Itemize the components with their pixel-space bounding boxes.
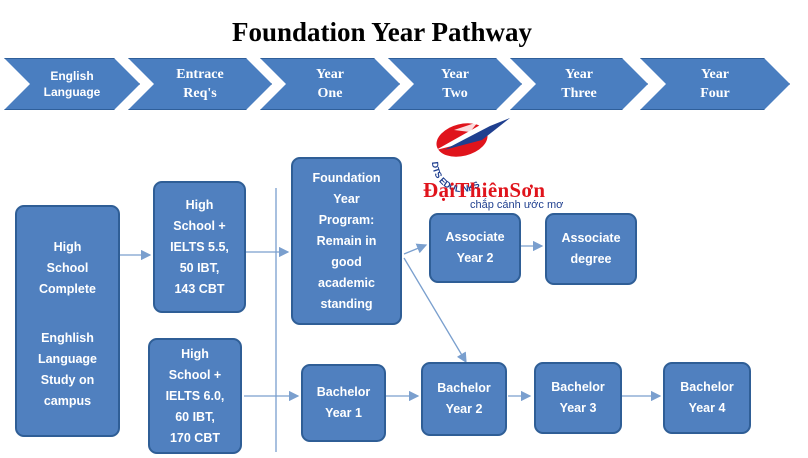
diagram-title: Foundation Year Pathway [231,17,533,47]
arrow-foundation-to-bachelor2 [403,257,467,364]
box-bachelor-year-2: Bachelor Year 2 [421,362,507,436]
box-associate-year-2: Associate Year 2 [429,213,521,283]
logo-brand-name: ĐạiThiênSơn [423,178,546,202]
english-study-label: Enghlish Language Study on campus [37,330,98,408]
box-bachelor-year-3: Bachelor Year 3 [534,362,622,434]
box-high-school-and-english: High School Complete Enghlish Language S… [15,205,120,437]
dts-edulinks-logo: DTS EDULINKS [430,116,510,194]
box-bachelor-year-4: Bachelor Year 4 [663,362,751,434]
arrow-foundation-to-associate [403,243,428,255]
high-school-complete-label: High School Complete [39,239,96,296]
box-requirement-ielts-6-0: High School + IELTS 6.0, 60 IBT, 170 CBT [148,338,242,454]
box-bachelor-year-1: Bachelor Year 1 [301,364,386,442]
box-foundation-year-program: Foundation Year Program: Remain in good … [291,157,402,325]
box-associate-degree: Associate degree [545,213,637,285]
stage-year-three: Year Three [510,58,648,110]
box-requirement-ielts-5-5: High School + IELTS 5.5, 50 IBT, 143 CBT [153,181,246,313]
logo-tagline: chắp cánh ước mơ [470,199,564,211]
